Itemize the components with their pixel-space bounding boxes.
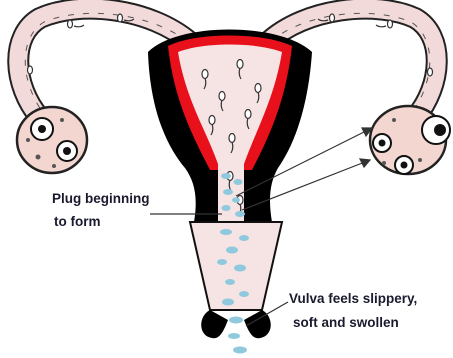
left-ovary: [17, 107, 87, 173]
left-ovary-follicle-medium: [57, 141, 77, 161]
right-ovary-follicle-mature: [422, 116, 450, 144]
plug-label-line2: to form: [54, 213, 101, 231]
plug-label-line1: Plug beginning: [52, 190, 150, 208]
vulva-label-line2: soft and swollen: [293, 314, 399, 332]
left-ovary-follicle-large: [31, 118, 53, 140]
right-ovary-follicle-small: [395, 156, 413, 174]
vulva-label-line1: Vulva feels slippery,: [289, 290, 417, 308]
right-ovary: [370, 106, 450, 174]
right-ovary-follicle-medium: [373, 134, 391, 152]
vulva: [201, 310, 271, 354]
